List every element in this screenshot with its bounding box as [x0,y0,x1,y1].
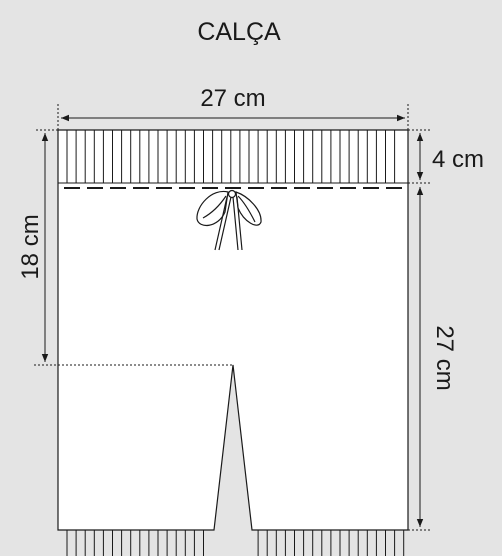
body-height-dimension [408,187,432,531]
leg-cuff-ribbing [66,530,405,556]
diagram-title: CALÇA [197,18,281,46]
pants-outline [57,129,409,531]
drawstring-bow [196,189,262,251]
crotch-depth-label: 18 cm [17,214,44,279]
waistband-dimension [36,129,432,184]
waistband-label: 4 cm [432,146,484,173]
top-width-label: 27 cm [200,85,265,112]
top-width-dimension [57,104,409,130]
body-height-label: 27 cm [431,325,458,390]
waistband-ribbing [66,130,396,183]
